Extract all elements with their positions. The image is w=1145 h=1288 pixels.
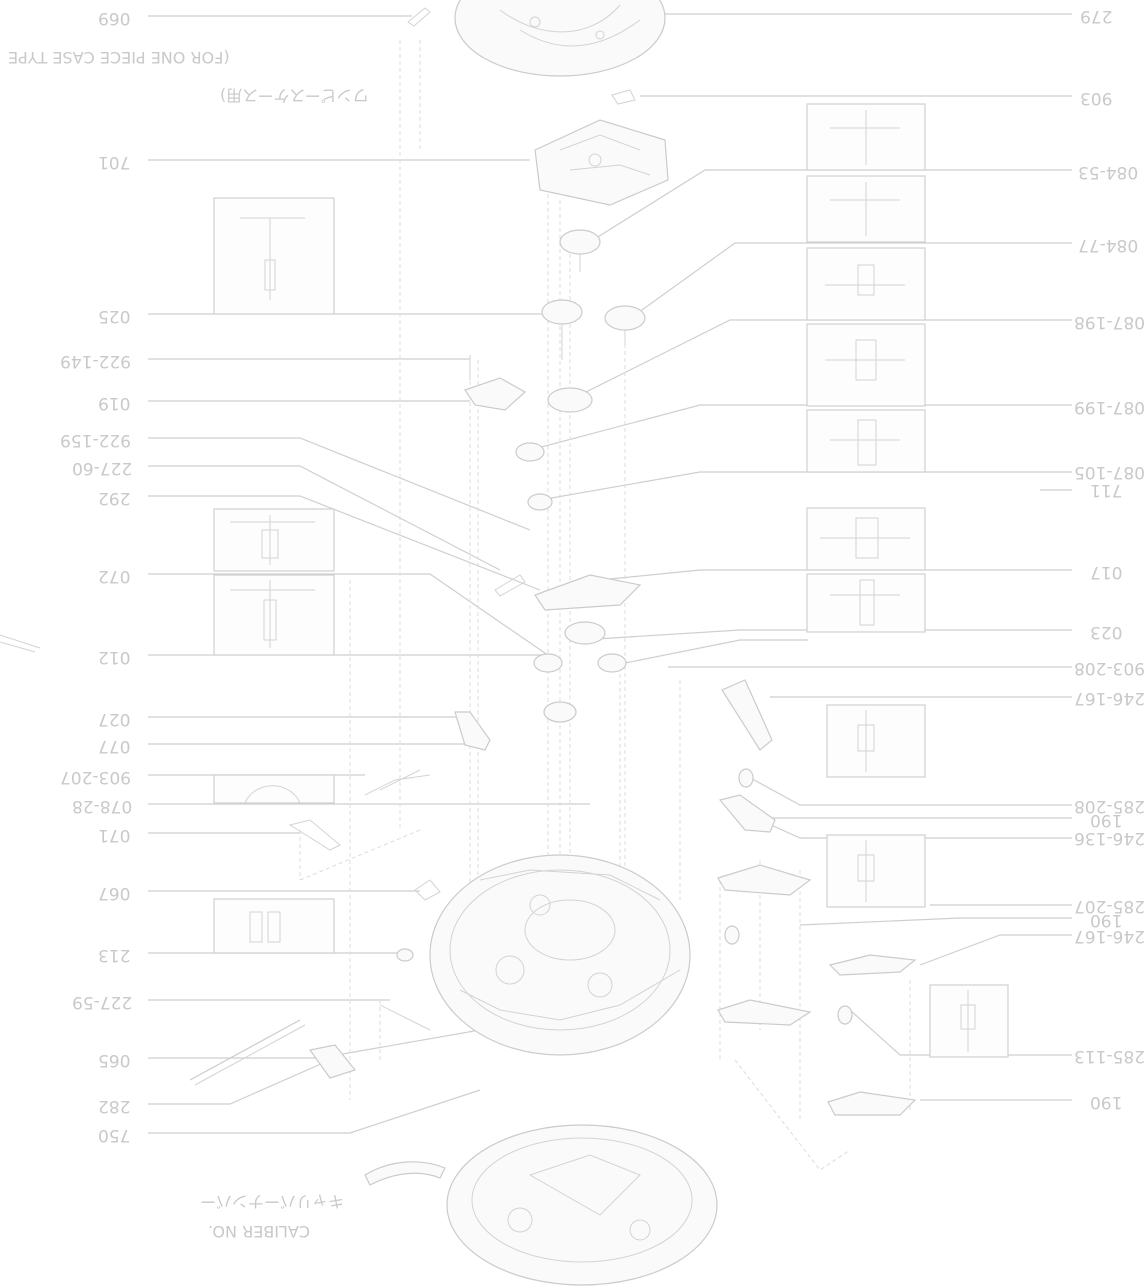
part-019: [464, 377, 527, 411]
main-plate: [429, 854, 691, 1056]
wheels: [515, 229, 646, 723]
label-285-207: 285-207: [1074, 896, 1145, 916]
label-190-a: 190: [1090, 810, 1122, 830]
part-071: [288, 819, 341, 851]
part-227-59: [379, 1004, 431, 1031]
label-285-208: 285-208: [1074, 796, 1145, 816]
note-case-type-en: (FOR ONE PIECE CASE TYPE: [8, 48, 230, 67]
label-012: 012: [98, 647, 130, 667]
label-282: 282: [98, 1096, 130, 1116]
part-282: [308, 1044, 357, 1079]
label-903-207: 903-207: [60, 767, 131, 787]
assembly-guide-lines: [299, 40, 911, 1171]
label-019: 019: [98, 393, 130, 413]
part-069: [407, 7, 431, 27]
label-084-53: 084-53: [1078, 162, 1138, 182]
right-levers: [717, 679, 917, 1116]
label-246-167-b: 246-167: [1074, 926, 1145, 946]
note-case-type-jp: ワンピースケース用): [220, 86, 369, 105]
label-750: 750: [98, 1125, 130, 1145]
label-246-136: 246-136: [1074, 828, 1145, 848]
label-027: 027: [98, 709, 130, 729]
label-701: 701: [98, 152, 130, 172]
labels-left: 069 701 025 922-149 019 922-159 227-60 2…: [60, 8, 132, 1145]
label-190-c: 190: [1090, 1092, 1122, 1112]
caliber-plate: [364, 1124, 718, 1286]
part-067: [414, 879, 441, 901]
part-903: [611, 89, 636, 105]
label-190-b: 190: [1090, 910, 1122, 930]
label-087-198: 087-198: [1074, 312, 1145, 332]
detail-boxes-right: [806, 103, 1009, 1058]
label-065: 065: [98, 1050, 130, 1070]
label-227-59: 227-59: [72, 992, 132, 1012]
label-017: 017: [1090, 562, 1122, 582]
label-903-208: 903-208: [1074, 658, 1145, 678]
part-065-stem: [189, 1019, 306, 1086]
label-023: 023: [1090, 622, 1122, 642]
part-903-207: [364, 769, 431, 796]
note-caliber-jp: キャリバーナンバー: [200, 1192, 344, 1211]
label-078-28: 078-28: [72, 796, 132, 816]
scan-smudge: [0, 634, 41, 653]
label-067: 067: [98, 883, 130, 903]
movement-parts: [0, 0, 917, 1286]
label-213: 213: [98, 945, 130, 965]
label-711: 711: [1090, 480, 1122, 500]
label-072: 072: [98, 566, 130, 586]
label-922-159: 922-159: [60, 430, 131, 450]
part-279-plate: [454, 0, 666, 77]
labels-right: 279 903 084-53 084-77 087-198 087-199 08…: [1074, 6, 1145, 1112]
notes: (FOR ONE PIECE CASE TYPE ワンピースケース用) キャリバ…: [8, 48, 369, 1241]
label-087-199: 087-199: [1074, 397, 1145, 417]
label-025: 025: [98, 306, 130, 326]
part-701: [534, 119, 669, 206]
label-087-105: 087-105: [1074, 462, 1145, 482]
label-246-167-a: 246-167: [1074, 688, 1145, 708]
part-017: [534, 574, 642, 611]
detail-boxes-left: [213, 197, 335, 954]
label-285-113: 285-113: [1074, 1046, 1145, 1066]
label-922-149: 922-149: [60, 351, 131, 371]
label-077: 077: [98, 736, 130, 756]
leader-lines-right: [529, 13, 1072, 1101]
label-292: 292: [98, 488, 130, 508]
label-071: 071: [98, 825, 130, 845]
part-292: [494, 574, 526, 597]
label-069: 069: [98, 8, 130, 28]
label-084-77: 084-77: [1078, 235, 1138, 255]
part-213: [396, 948, 414, 962]
label-279: 279: [1080, 6, 1112, 26]
label-903: 903: [1080, 88, 1112, 108]
caliber-arrow: [364, 1161, 446, 1186]
note-caliber-en: CALIBER NO.: [208, 1222, 310, 1241]
part-077: [454, 711, 491, 751]
label-227-60: 227-60: [72, 458, 132, 478]
